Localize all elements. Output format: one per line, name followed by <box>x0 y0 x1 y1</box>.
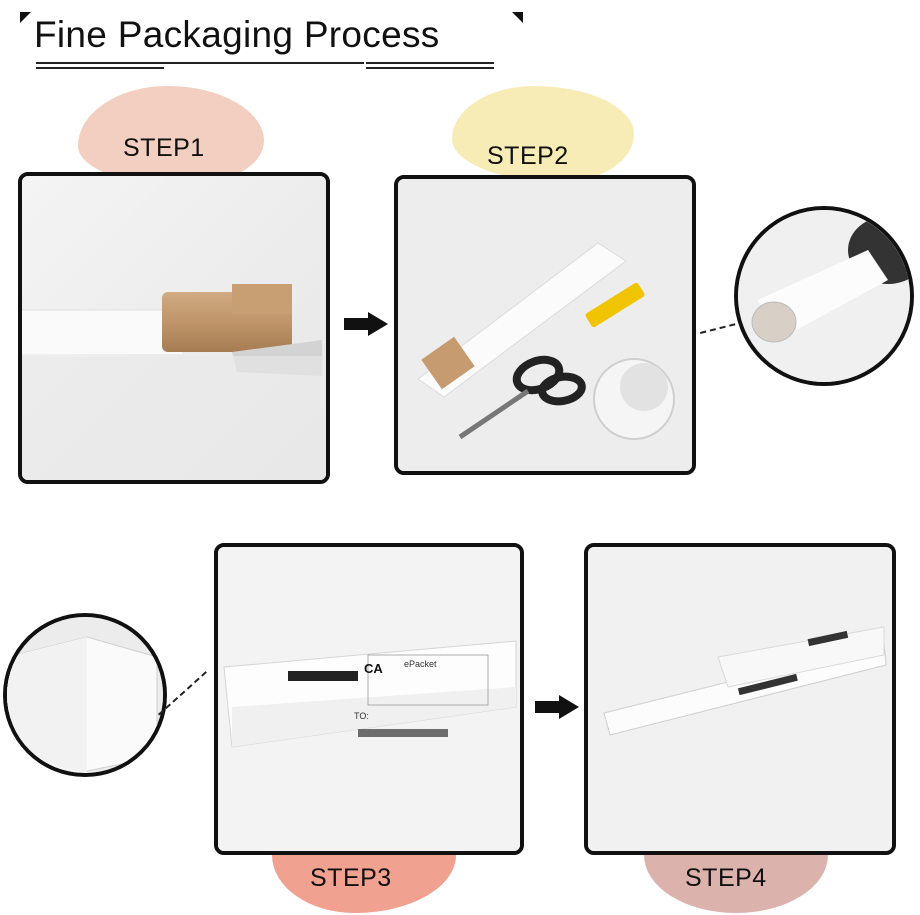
detail-circle-box <box>3 613 167 777</box>
carrier-code: CA <box>364 661 383 676</box>
arrow-right-icon <box>535 695 579 719</box>
step3-photo: CA ePacket TO: <box>214 543 524 855</box>
title-corner-right <box>512 12 523 23</box>
page-title: Fine Packaging Process <box>34 14 440 55</box>
service-name: ePacket <box>404 659 437 669</box>
step1-illustration <box>22 176 326 480</box>
step1-blob <box>78 86 264 186</box>
step4-illustration <box>588 547 892 851</box>
arrow-right-icon <box>344 312 388 336</box>
step1-photo <box>18 172 330 484</box>
title-underline-left <box>36 62 164 64</box>
title-underline-left-2 <box>36 67 164 69</box>
step4-label: STEP4 <box>685 864 767 892</box>
detail-circle-tube <box>734 206 914 386</box>
title-underline-right <box>366 62 494 64</box>
step2-photo <box>394 175 696 475</box>
step3-label: STEP3 <box>310 864 392 892</box>
step3-illustration: CA ePacket TO: <box>218 547 520 851</box>
title-underline-right-2 <box>366 67 494 69</box>
title-corner-left <box>20 12 31 23</box>
step2-label: STEP2 <box>487 142 569 170</box>
step2-illustration <box>398 179 692 471</box>
title-underline-mid <box>164 62 364 64</box>
to-label: TO: <box>354 711 369 721</box>
step2-blob <box>452 86 634 182</box>
step4-photo <box>584 543 896 855</box>
box-corner-closeup <box>7 617 163 773</box>
tube-end-closeup <box>738 210 910 382</box>
step1-label: STEP1 <box>123 134 205 162</box>
